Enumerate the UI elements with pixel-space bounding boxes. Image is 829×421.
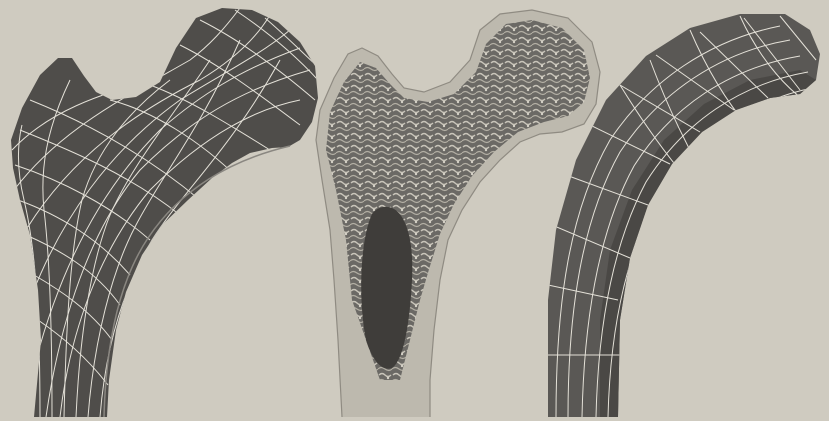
- figure-plate: [0, 0, 829, 421]
